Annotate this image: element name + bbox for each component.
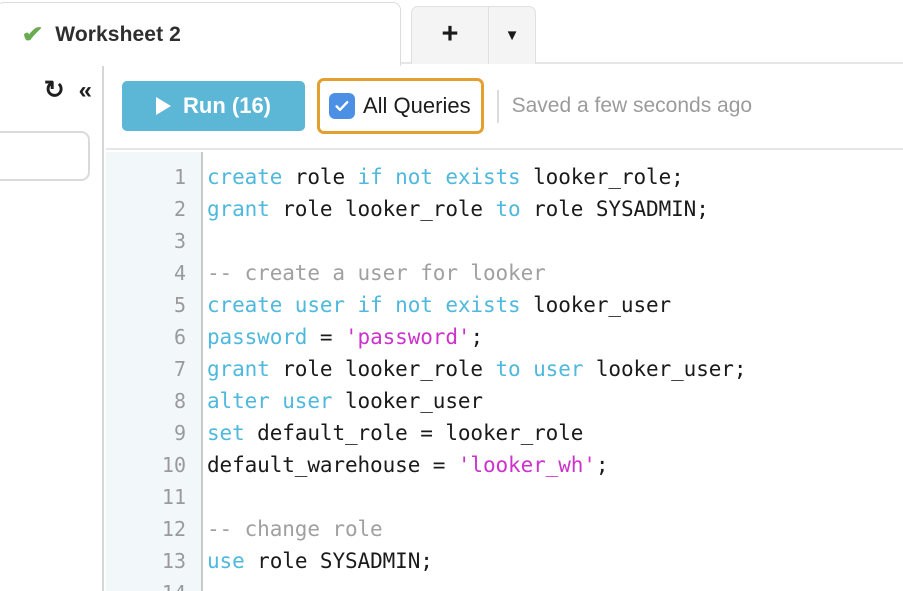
all-queries-toggle[interactable]: All Queries [317, 78, 484, 134]
tab-worksheet-2[interactable]: ✔ Worksheet 2 [0, 2, 401, 66]
code-token-pln: ; [595, 453, 609, 477]
code-token-kw: set [207, 421, 245, 445]
line-number-gutter [106, 152, 203, 591]
code-line-text: grant role looker_role to role SYSADMIN; [207, 197, 709, 221]
code-line-text: create user if not exists looker_user [207, 293, 671, 317]
code-token-pln: looker_user [520, 293, 672, 317]
code-token-pln: role SYSADMIN; [244, 549, 433, 573]
code-token-kw: use [207, 549, 245, 573]
collapse-panel-icon[interactable]: « [78, 76, 92, 104]
code-token-str: 'looker_wh' [457, 453, 596, 477]
code-token-pln: looker_role; [520, 165, 684, 189]
code-token-kw: to [495, 197, 521, 221]
code-line[interactable]: 11 [106, 481, 903, 513]
code-line-text: -- change role [207, 517, 383, 541]
editor-toolbar: Run (16) All Queries Saved a few seconds… [106, 64, 903, 150]
code-token-kw: grant [207, 357, 270, 381]
line-number: 12 [161, 517, 186, 541]
code-token-pln: role looker_role [269, 357, 496, 381]
left-panel: ↻ « [0, 64, 104, 591]
line-number: 14 [106, 581, 186, 591]
line-number: 8 [173, 389, 186, 413]
add-worksheet-button[interactable]: + [411, 6, 489, 64]
code-token-pln: looker_user [332, 389, 483, 413]
code-token-pln: role looker_role [269, 197, 496, 221]
code-token-kw: to user [495, 357, 584, 381]
sql-editor[interactable]: 1 create role if not exists looker_role; 2… [106, 152, 903, 591]
line-number: 1 [173, 165, 186, 189]
line-number: 13 [161, 549, 186, 573]
line-number: 9 [173, 421, 186, 445]
code-token-pln: = [307, 325, 345, 349]
saved-status-text: Saved a few seconds ago [511, 94, 753, 117]
line-number: 3 [173, 229, 186, 253]
code-line[interactable]: 10 default_warehouse = 'looker_wh'; [106, 449, 903, 481]
worksheet-menu-button[interactable]: ▼ [489, 6, 536, 64]
code-token-pln: ; [470, 325, 483, 349]
code-line[interactable]: 14 [106, 577, 903, 591]
code-token-kw: create [207, 165, 283, 189]
refresh-icon[interactable]: ↻ [43, 76, 65, 104]
plus-icon: + [441, 17, 459, 50]
line-number: 10 [161, 453, 186, 477]
tab-bar: ✔ Worksheet 2 + ▼ [0, 0, 903, 66]
toolbar-divider [496, 89, 499, 123]
code-token-kw: password [207, 325, 308, 349]
code-token-kw: if not exists [357, 165, 521, 189]
check-icon: ✔ [21, 21, 44, 47]
chevron-down-icon: ▼ [504, 27, 520, 44]
code-line[interactable]: 12 -- change role [106, 513, 903, 545]
code-line-text: grant role looker_role to user looker_us… [207, 357, 746, 381]
code-token-str: 'password' [345, 325, 471, 349]
code-line[interactable]: 1 create role if not exists looker_role; [106, 161, 903, 193]
code-line-text: set default_role = looker_role [207, 421, 583, 445]
tab-title: Worksheet 2 [55, 22, 181, 46]
line-number: 2 [173, 197, 186, 221]
code-line[interactable]: 3 [106, 225, 903, 257]
code-line-text: use role SYSADMIN; [207, 549, 433, 573]
code-line-text: default_warehouse = 'looker_wh'; [207, 453, 609, 477]
run-button-label: Run (16) [183, 93, 271, 118]
line-number: 11 [161, 485, 186, 509]
code-token-pln: default_role = looker_role [244, 421, 584, 445]
code-line-text: create role if not exists looker_role; [207, 165, 684, 189]
left-panel-toolbar: ↻ « [0, 78, 104, 103]
run-button[interactable]: Run (16) [122, 81, 305, 131]
line-number: 4 [173, 261, 186, 285]
code-line[interactable]: 13 use role SYSADMIN; [106, 545, 903, 577]
code-token-pln: default_warehouse = [207, 453, 458, 477]
checkbox-checked-icon[interactable] [329, 93, 355, 119]
play-icon [156, 97, 171, 115]
code-line[interactable]: 2 grant role looker_role to role SYSADMIN… [106, 193, 903, 225]
code-token-cmt: -- create a user for looker [207, 261, 546, 285]
code-line[interactable]: 9 set default_role = looker_role [106, 417, 903, 449]
code-line-text: alter user looker_user [207, 389, 483, 413]
code-line-text: -- create a user for looker [207, 261, 546, 285]
code-token-kw: grant [207, 197, 270, 221]
code-token-pln: role SYSADMIN; [520, 197, 709, 221]
line-number: 6 [173, 325, 186, 349]
code-token-pln: looker_user; [583, 357, 747, 381]
search-input[interactable] [0, 131, 90, 181]
code-token-pln: role [282, 165, 358, 189]
code-line-text: password = 'password'; [207, 325, 483, 349]
code-token-kw: create user if not exists [207, 293, 521, 317]
line-number: 5 [173, 293, 186, 317]
code-line[interactable]: 4 -- create a user for looker [106, 257, 903, 289]
code-line[interactable]: 5 create user if not exists looker_user [106, 289, 903, 321]
all-queries-label: All Queries [363, 93, 471, 118]
code-area[interactable]: 1 create role if not exists looker_role; 2… [106, 152, 903, 591]
code-token-cmt: -- change role [207, 517, 383, 541]
line-number: 7 [173, 357, 186, 381]
code-line[interactable]: 8 alter user looker_user [106, 385, 903, 417]
code-line[interactable]: 6 password = 'password'; [106, 321, 903, 353]
code-token-kw: alter user [207, 389, 333, 413]
code-line[interactable]: 7 grant role looker_role to user looker_u… [106, 353, 903, 385]
tab-add-group: + ▼ [411, 6, 536, 64]
